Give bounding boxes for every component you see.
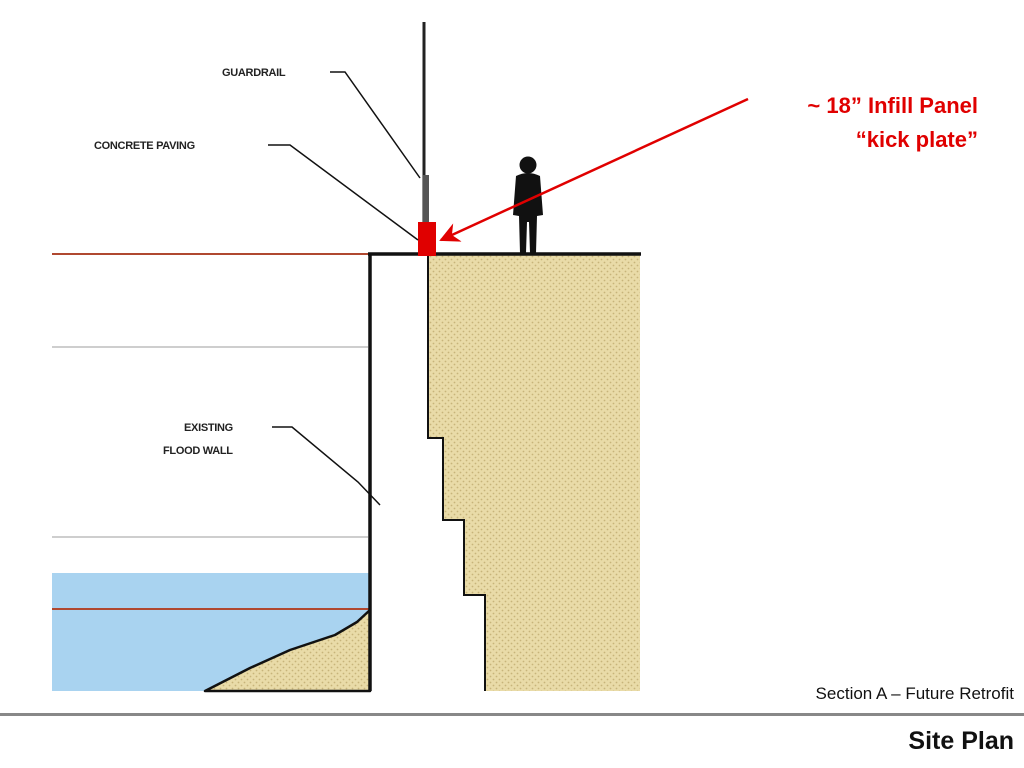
guardrail-base xyxy=(423,175,429,225)
guardrail-label: GUARDRAIL xyxy=(222,67,286,79)
soil-fill xyxy=(419,254,640,691)
guardrail-leader xyxy=(330,71,421,179)
page-title: Site Plan xyxy=(908,727,1014,755)
arrow-icon xyxy=(439,97,749,242)
divider-rule xyxy=(0,713,1024,716)
soil-step-outline xyxy=(427,254,486,691)
callout-label-line1: ~ 18” Infill Panel xyxy=(807,93,978,118)
section-diagram: GUARDRAIL CONCRETE PAVING EXISTING FLOOD… xyxy=(52,22,749,693)
floodwall-leader xyxy=(272,426,381,506)
person-silhouette-icon xyxy=(513,156,543,253)
paving-leader xyxy=(268,144,419,241)
existing-label: EXISTING xyxy=(184,422,233,434)
infill-panel xyxy=(418,222,436,256)
section-caption: Section A – Future Retrofit xyxy=(815,684,1014,703)
concrete-paving-label: CONCRETE PAVING xyxy=(94,140,195,152)
callout-label-line2: “kick plate” xyxy=(855,127,978,152)
flood-wall-label: FLOOD WALL xyxy=(163,445,233,457)
